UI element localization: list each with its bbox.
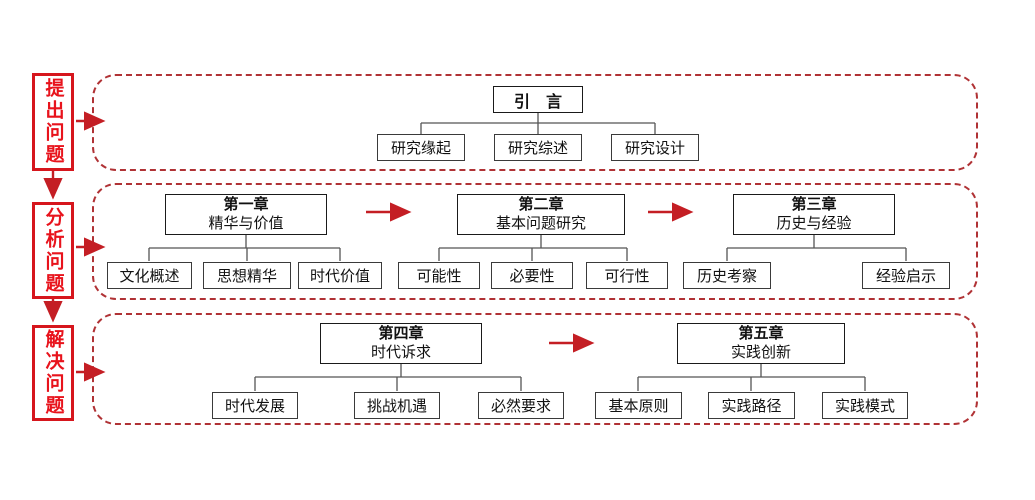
chapter4-box: 第四章 时代诉求 bbox=[320, 323, 482, 364]
topic-box: 研究设计 bbox=[611, 134, 699, 161]
topic-box: 研究缘起 bbox=[377, 134, 465, 161]
chapter-subtitle: 实践创新 bbox=[730, 343, 791, 361]
topic-label: 文化概述 bbox=[119, 268, 180, 285]
phase-box-raise-problem: 提出问题 bbox=[32, 73, 74, 171]
topic-label: 研究设计 bbox=[624, 140, 685, 157]
chapter-subtitle: 精华与价值 bbox=[208, 214, 284, 232]
topic-label: 经验启示 bbox=[875, 268, 936, 285]
chapter5-box: 第五章 实践创新 bbox=[677, 323, 845, 364]
topic-label: 实践路径 bbox=[721, 398, 782, 415]
topic-box: 经验启示 bbox=[862, 262, 950, 289]
phase-label: 提出问题 bbox=[42, 78, 64, 166]
topic-label: 必然要求 bbox=[490, 398, 551, 415]
topic-label: 思想精华 bbox=[216, 268, 277, 285]
topic-label: 历史考察 bbox=[696, 268, 757, 285]
chapter-title: 第五章 bbox=[738, 324, 784, 342]
introduction-label: 引 言 bbox=[513, 93, 562, 111]
topic-label: 基本原则 bbox=[608, 398, 669, 415]
phase-box-analyze-problem: 分析问题 bbox=[32, 202, 74, 299]
topic-box: 挑战机遇 bbox=[354, 392, 440, 419]
topic-box: 研究综述 bbox=[494, 134, 582, 161]
phase-box-solve-problem: 解决问题 bbox=[32, 325, 74, 421]
introduction-box: 引 言 bbox=[493, 86, 583, 113]
topic-label: 研究缘起 bbox=[390, 140, 451, 157]
topic-box: 文化概述 bbox=[107, 262, 192, 289]
chapter-subtitle: 基本问题研究 bbox=[495, 214, 586, 232]
phase-label: 分析问题 bbox=[42, 206, 64, 295]
chapter1-box: 第一章 精华与价值 bbox=[165, 194, 327, 235]
topic-box: 历史考察 bbox=[683, 262, 771, 289]
topic-box: 可行性 bbox=[586, 262, 668, 289]
topic-label: 可行性 bbox=[604, 268, 650, 285]
chapter-title: 第二章 bbox=[518, 195, 564, 213]
topic-label: 研究综述 bbox=[507, 140, 568, 157]
topic-box: 必要性 bbox=[491, 262, 573, 289]
topic-label: 时代价值 bbox=[309, 268, 370, 285]
chapter-title: 第四章 bbox=[378, 324, 424, 342]
topic-box: 基本原则 bbox=[595, 392, 682, 419]
chapter-subtitle: 时代诉求 bbox=[370, 343, 431, 361]
topic-box: 可能性 bbox=[398, 262, 480, 289]
chapter-title: 第一章 bbox=[223, 195, 269, 213]
chapter-title: 第三章 bbox=[791, 195, 837, 213]
topic-box: 实践模式 bbox=[822, 392, 908, 419]
topic-label: 挑战机遇 bbox=[366, 398, 427, 415]
topic-box: 时代发展 bbox=[212, 392, 298, 419]
phase-label: 解决问题 bbox=[42, 329, 64, 417]
topic-box: 实践路径 bbox=[708, 392, 795, 419]
topic-label: 必要性 bbox=[509, 268, 555, 285]
topic-label: 实践模式 bbox=[834, 398, 895, 415]
topic-box: 必然要求 bbox=[478, 392, 564, 419]
topic-box: 思想精华 bbox=[203, 262, 291, 289]
chapter3-box: 第三章 历史与经验 bbox=[733, 194, 895, 235]
topic-box: 时代价值 bbox=[298, 262, 382, 289]
chapter-subtitle: 历史与经验 bbox=[776, 214, 852, 232]
topic-label: 可能性 bbox=[416, 268, 462, 285]
chapter2-box: 第二章 基本问题研究 bbox=[457, 194, 625, 235]
topic-label: 时代发展 bbox=[224, 398, 285, 415]
